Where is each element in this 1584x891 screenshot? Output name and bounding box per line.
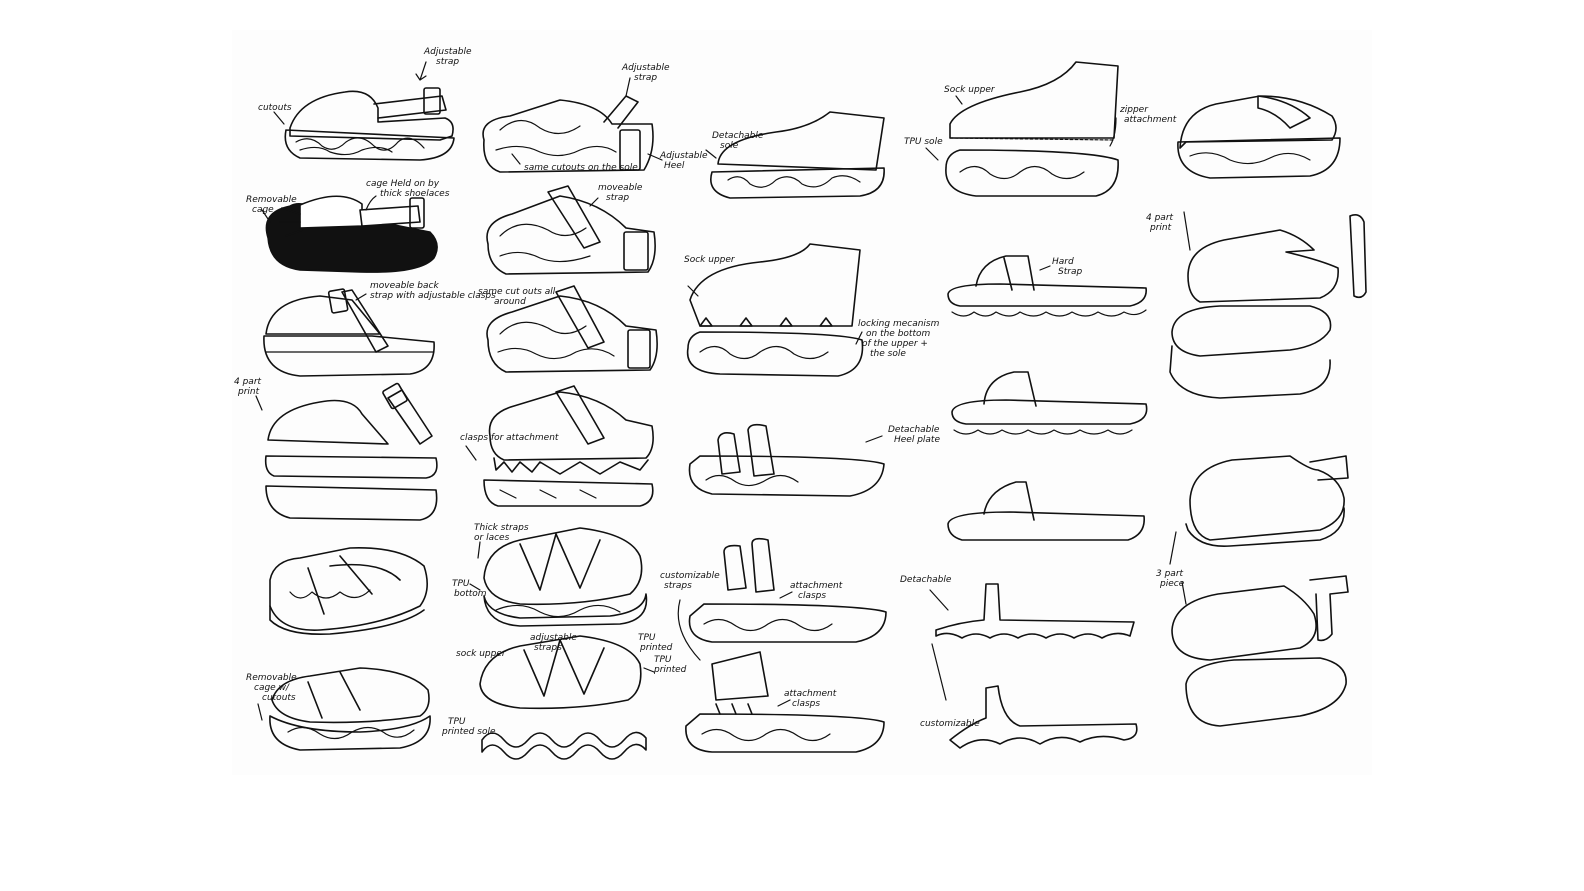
label-adjustable-heel: Adjustable [659,151,708,161]
sketch-sandal-moveable-strap [486,185,656,275]
label-attachment-clasps-2: attachment [784,689,837,699]
sketch-clog-4-part-print [264,382,438,521]
label-thick-straps-or-laces: Thick straps [474,523,529,533]
label-removable-cage: Removable [246,195,297,205]
label-tpu-bottom: TPU [452,579,470,589]
label-tpu-sole: TPU sole [904,137,943,147]
sketch-sock-shoe-tpu-sole [945,61,1119,197]
label-same-cutouts-sole: same cutouts on the sole [524,163,638,173]
label-customizable: customizable [920,719,980,729]
sketch-slide-attachment-clasps [685,651,885,753]
sketch-slide-customizable-straps [688,537,887,643]
label-clasps-for-attachment: clasps for attachment [460,433,559,443]
label-zipper-attachment: zipper [1119,105,1149,115]
sketch-clog-strap-cutout-sole [284,87,455,161]
label-same-cut-outs-all-around: same cut outs all [478,287,556,297]
sketch-sandal-cutouts-all-around [486,285,658,373]
paper [232,30,1372,775]
label-removable-cage-cutouts: Removable [246,673,297,683]
label-adjustable-straps-tpu: adjustable [530,633,577,643]
label-tpu-printed-sole: TPU [448,717,466,727]
label-locking-mechanism: locking mecanism [858,319,940,329]
label-four-part-print-2: 4 part [1146,213,1174,223]
label-cutouts: cutouts [258,103,292,113]
sketch-clog-removable-cage-cutouts [269,667,431,751]
sketch-clog-laced-cage [269,547,428,636]
label-three-part-piece: 3 part [1156,569,1184,579]
sketch-clog-3-part [1185,455,1349,547]
sketch-customizable-profile [949,685,1138,749]
sketch-sock-shoe-locking [686,243,864,377]
label-adjustable-strap-2: Adjustable [621,63,670,73]
sketch-clog-tpu-sole [479,635,647,760]
sketch-sock-shoe-detachable-sole [710,111,885,199]
sketch-detachable-heel-profile [935,583,1135,639]
label-detachable: Detachable [900,575,952,585]
sketch-clog-3-part-exploded [1171,575,1349,727]
label-detachable-heel-plate: Detachable [888,425,940,435]
sketch-slide-hard-strap [947,255,1147,317]
label-sock-upper-3: sock upper [456,649,507,659]
label-moveable-strap-1: moveable [598,183,643,193]
label-moveable-back-strap: moveable back [370,281,439,291]
sketch-clog-removable-cage [265,195,438,273]
sketch-slide-3 [947,481,1145,541]
label-adjustable-strap-1: Adjustable [423,47,472,57]
label-sock-upper-1: Sock upper [944,85,996,95]
label-four-part-print-1: 4 part [234,377,262,387]
label-customizable-straps: customizable [660,571,720,581]
label-tpu-printed-2: TPU [654,655,672,665]
label-detachable-sole: Detachable [712,131,764,141]
sketch-slide-detachable-heel-plate [688,423,885,497]
sketch-clog-thick-straps [483,527,648,627]
sketch-sandal-adjustable-strap [482,95,654,173]
label-tpu-printed: TPU [638,633,656,643]
sketch-slide-2 [951,371,1148,435]
label-hard-strap: Hard [1052,257,1074,267]
sketch-clog-plain [1177,95,1341,179]
label-cage-held-on: cage Held on by [366,179,440,189]
annotation-arrows [255,61,1191,721]
label-attachment-clasps-1: attachment [790,581,843,591]
sketch-clog-moveable-back-strap [263,288,435,377]
label-sock-upper-2: Sock upper [684,255,736,265]
sketch-sandal-clasps-attachment [483,385,654,507]
sketch-clog-4-part-print-2 [1169,214,1367,399]
